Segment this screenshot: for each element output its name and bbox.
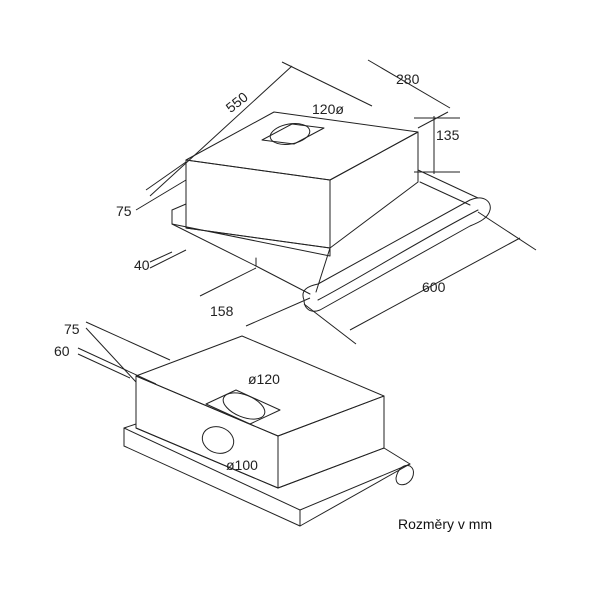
base-plate-edge (171, 223, 257, 267)
base-plate (171, 203, 331, 257)
rail-mid (315, 247, 331, 293)
bottom-view-labels: 75 60 ø120 ø100 (54, 321, 280, 473)
dim-75-top-line (135, 179, 187, 211)
dim-75-bottom-line (85, 327, 137, 383)
rail-top (417, 169, 479, 199)
label-120-outlet: 120ø (312, 101, 344, 117)
dim-600-ext-left (303, 303, 357, 345)
dim-550-line (149, 65, 293, 197)
dim-600-line (349, 237, 521, 331)
dim-550-ext-right (281, 61, 373, 107)
bottom-front-outlet-ellipse (201, 426, 235, 454)
dim-75-bottom-ext (85, 321, 171, 361)
dim-550-ext-left (145, 161, 187, 191)
top-view-dimensions (135, 59, 537, 345)
dim-280-line (367, 59, 451, 109)
label-40: 40 (134, 257, 150, 273)
rail-long (419, 181, 471, 206)
dim-40-ext (149, 249, 187, 269)
bottom-view-hood (123, 335, 414, 527)
outlet-ellipse (269, 123, 311, 145)
bottom-base-edge3 (123, 427, 301, 511)
bottom-housing-side-face (277, 395, 385, 489)
units-caption: Rozměry v mm (398, 516, 493, 532)
label-550: 550 (223, 89, 251, 116)
visor-highlight (317, 209, 479, 301)
visor-bar (302, 197, 491, 312)
housing-top-face (185, 111, 419, 181)
label-280: 280 (396, 71, 420, 87)
bottom-base-plate (123, 423, 411, 527)
label-75-bottom: 75 (64, 321, 80, 337)
label-75-top: 75 (116, 203, 132, 219)
dim-60-ext (77, 353, 131, 379)
bottom-view-dimensions (77, 321, 171, 385)
bottom-base-edge4 (299, 463, 411, 511)
bottom-top-outlet-ellipse (222, 392, 266, 420)
dim-600-ext-right (477, 211, 537, 251)
dim-158-ext (245, 297, 311, 327)
label-60: 60 (54, 343, 70, 359)
dim-158-line (199, 267, 257, 297)
label-o120: ø120 (248, 371, 280, 387)
label-o100: ø100 (226, 457, 258, 473)
housing-front-face (185, 159, 331, 249)
dim-40-line (149, 251, 173, 263)
label-158: 158 (210, 303, 234, 319)
dim-60-line (77, 347, 157, 385)
bottom-visor-stub (395, 465, 414, 486)
label-135: 135 (436, 127, 460, 143)
housing-side-face (329, 131, 419, 249)
outlet-collar (261, 123, 325, 145)
bottom-top-outlet-collar (205, 389, 281, 425)
label-600: 600 (422, 279, 446, 295)
dim-280-ext (417, 111, 449, 129)
rail-bottom (255, 265, 311, 295)
top-view-labels: 550 280 120ø 135 75 40 158 600 (116, 71, 460, 319)
